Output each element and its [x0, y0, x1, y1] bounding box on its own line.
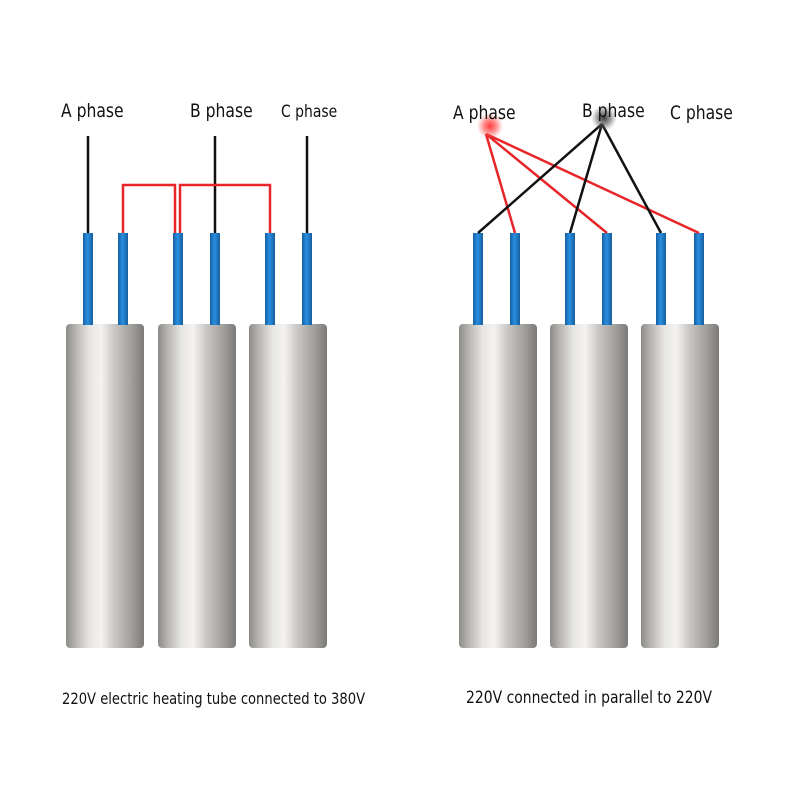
- phase-label-b: B phase: [190, 100, 253, 122]
- phase-b-wire: [477, 123, 603, 234]
- lead-wire: [173, 233, 183, 325]
- phase-b-node: [591, 105, 617, 131]
- phase-a-wire: [485, 132, 700, 235]
- lead-wire: [510, 233, 520, 325]
- jumper-wire-1: [121, 183, 177, 233]
- heating-tube-6: [641, 324, 719, 648]
- heating-tube-1: [66, 324, 144, 648]
- heating-tube-5: [550, 324, 628, 648]
- lead-wire: [83, 233, 93, 325]
- phase-b-wire: [568, 123, 604, 234]
- lead-wire: [473, 233, 483, 325]
- heating-tube-4: [459, 324, 537, 648]
- heating-tube-2: [158, 324, 236, 648]
- phase-a-node: [477, 113, 503, 139]
- lead-wire: [210, 233, 220, 325]
- lead-wire: [656, 233, 666, 325]
- parallel-diagram: [459, 105, 719, 648]
- lead-wire: [565, 233, 575, 325]
- heating-tube-3: [249, 324, 327, 648]
- phase-label-b: B phase: [582, 100, 645, 122]
- series-caption: 220V electric heating tube connected to …: [62, 689, 366, 708]
- phase-label-c: C phase: [281, 102, 338, 122]
- jumper-wire-2: [178, 183, 272, 233]
- lead-wire: [265, 233, 275, 325]
- phase-label-a: A phase: [61, 100, 124, 122]
- phase-a-wire: [484, 133, 517, 234]
- phase-label-a: A phase: [453, 102, 516, 124]
- lead-wire: [118, 233, 128, 325]
- lead-wire: [602, 233, 612, 325]
- lead-wire: [302, 233, 312, 325]
- lead-wire: [694, 233, 704, 325]
- phase-a-wire: [485, 133, 608, 234]
- series-diagram: [66, 136, 327, 648]
- phase-b-wire: [600, 123, 663, 234]
- parallel-caption: 220V connected in parallel to 220V: [466, 688, 712, 708]
- phase-label-c: C phase: [670, 102, 733, 124]
